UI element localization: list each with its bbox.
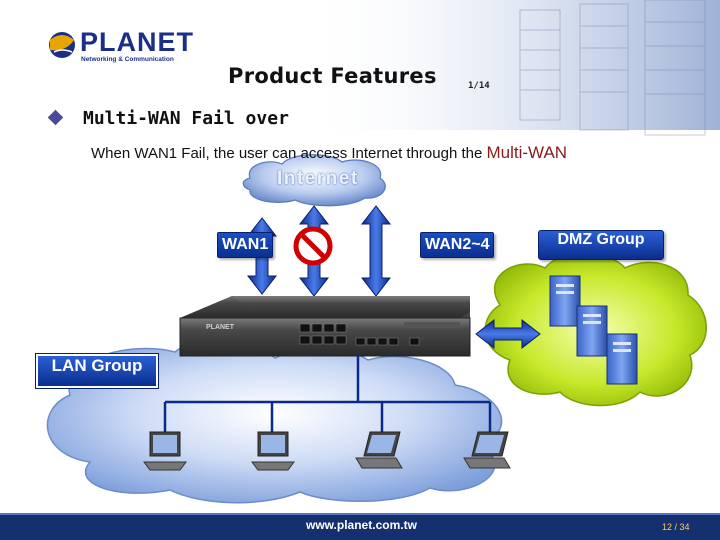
slide-title: Product Features	[228, 64, 437, 88]
logo-tagline: Networking & Communication	[81, 56, 174, 63]
page-number: 12 / 34	[662, 522, 690, 532]
wan2-label: WAN2~4	[420, 232, 495, 258]
svg-text:PLANET: PLANET	[206, 324, 235, 331]
subtitle: When WAN1 Fail, the user can access Inte…	[91, 143, 567, 163]
lan-group-label: LAN Group	[36, 354, 158, 388]
logo: PLANET	[80, 27, 194, 57]
dmz-group-label: DMZ Group	[538, 230, 664, 260]
subtitle-emphasis: Multi-WAN	[486, 143, 568, 162]
wan1-label: WAN1	[217, 232, 274, 258]
bullet-heading: Multi-WAN Fail over	[83, 108, 289, 129]
title-page-fraction: 1/14	[468, 81, 490, 91]
internet-cloud-label: Internet	[277, 168, 359, 189]
subtitle-text: When WAN1 Fail, the user can access Inte…	[91, 145, 487, 162]
footer-url[interactable]: www.planet.com.tw	[306, 518, 417, 532]
